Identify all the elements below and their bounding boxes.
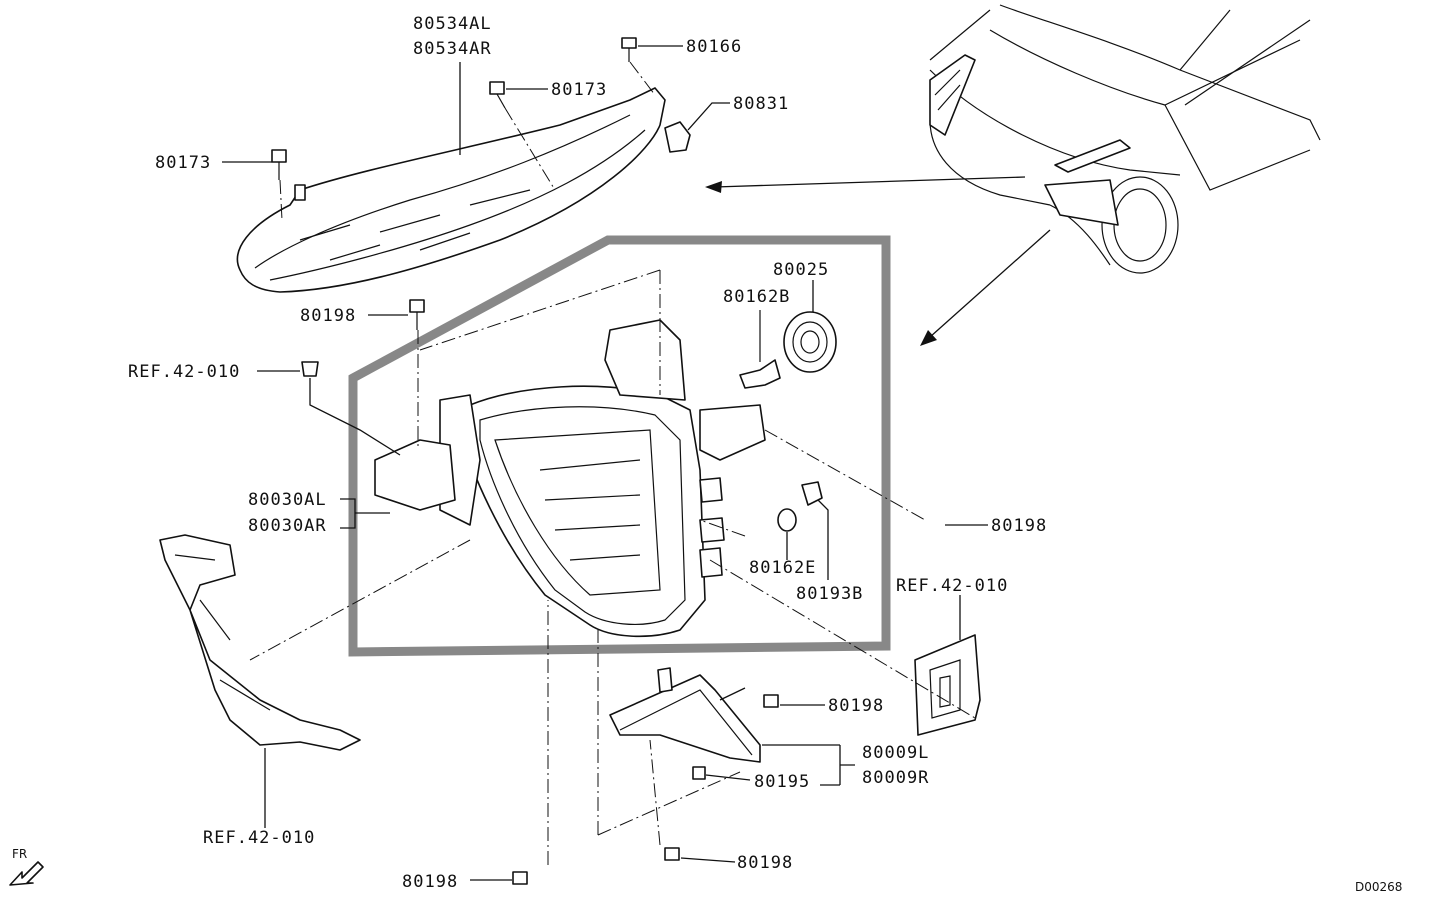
clip-80831	[664, 121, 691, 153]
fastener-80173-top	[489, 81, 556, 191]
front-direction-indicator	[9, 861, 44, 886]
leader-lines	[222, 45, 988, 881]
fastener-80173-left	[271, 149, 287, 221]
bracket-80009	[609, 667, 761, 763]
label-80831: 80831	[733, 94, 789, 114]
label-80195: 80195	[754, 772, 810, 792]
label-80198-upper: 80198	[300, 306, 356, 326]
label-ref-42-010-upper: REF.42-010	[128, 362, 240, 382]
label-80534AL: 80534AL	[413, 14, 492, 34]
ref-clip	[301, 361, 401, 456]
label-80198-bottom-mid: 80198	[737, 853, 793, 873]
diagram-code: D00268	[1355, 880, 1402, 894]
fog-lamp-assembly	[374, 319, 766, 638]
ref-bracket-right	[914, 634, 981, 736]
label-80030AL: 80030AL	[248, 490, 327, 510]
label-80198-right: 80198	[991, 516, 1047, 536]
socket-80193B	[801, 481, 823, 506]
fastener-80198-bottom-left	[512, 600, 549, 885]
vehicle-overview	[929, 4, 1321, 274]
label-80193B: 80193B	[796, 584, 863, 604]
label-ref-42-010-right: REF.42-010	[896, 576, 1008, 596]
fastener-80198-upper	[409, 299, 425, 450]
highlight-frame	[348, 235, 891, 657]
reference-arrows	[705, 176, 1051, 346]
label-80198-bottom-left: 80198	[402, 872, 458, 892]
bulb-80162E	[777, 508, 797, 532]
label-80173-top: 80173	[551, 80, 607, 100]
socket-80025	[783, 311, 837, 373]
fastener-80198-bottom-mid	[649, 739, 680, 861]
label-80162B: 80162B	[723, 287, 790, 307]
ref-duct-left	[159, 534, 361, 751]
label-80030AR: 80030AR	[248, 516, 327, 536]
label-80173-left: 80173	[155, 153, 211, 173]
fastener-80198-bracket	[763, 694, 779, 708]
label-80162E: 80162E	[749, 558, 816, 578]
label-80009R: 80009R	[862, 768, 929, 788]
bulb-80162B	[739, 310, 781, 389]
fastener-80166	[621, 37, 656, 96]
label-80025: 80025	[773, 260, 829, 280]
label-fr: FR	[12, 847, 27, 861]
label-80198-bracket: 80198	[828, 696, 884, 716]
label-ref-42-010-bottom: REF.42-010	[203, 828, 315, 848]
label-80534AR: 80534AR	[413, 39, 492, 59]
upper-lamp-assembly	[236, 87, 666, 293]
alignment-lines	[249, 269, 976, 836]
nut-80195	[692, 766, 706, 780]
label-80009L: 80009L	[862, 743, 929, 763]
label-80166: 80166	[686, 37, 742, 57]
